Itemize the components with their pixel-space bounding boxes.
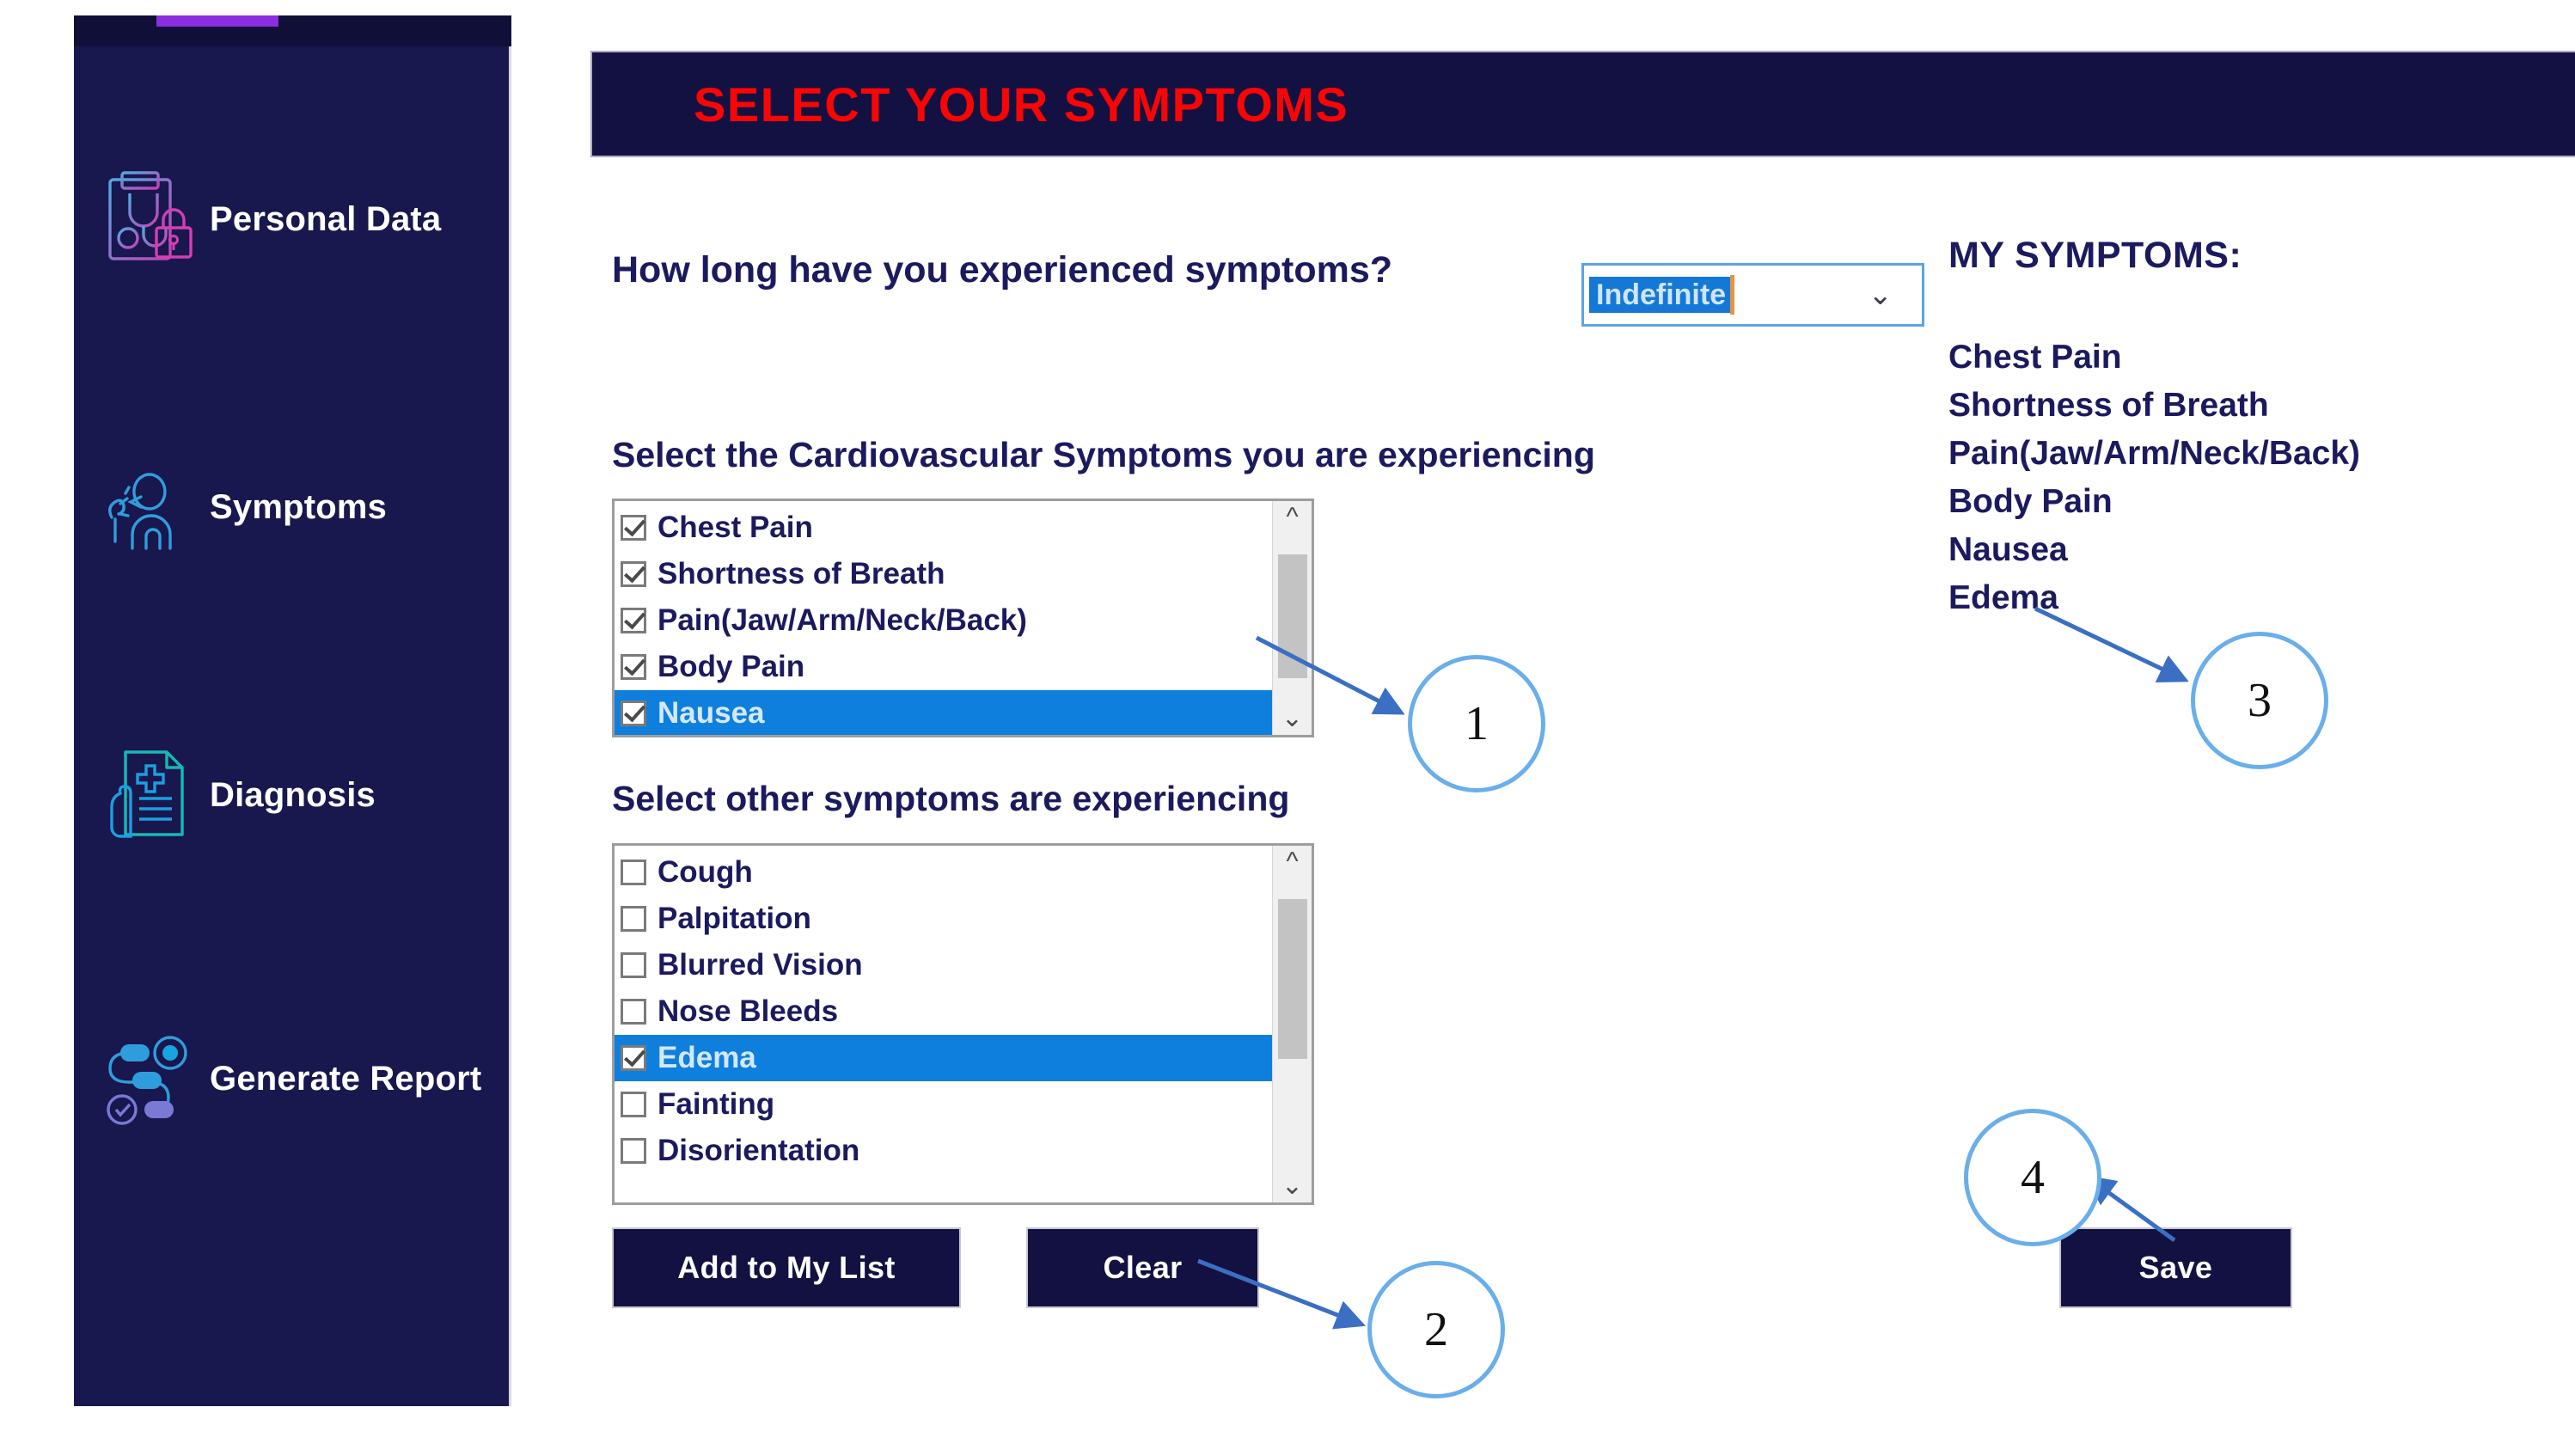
scroll-up-icon[interactable]: ^ <box>1286 503 1299 531</box>
checkbox-icon[interactable] <box>621 952 646 978</box>
medical-report-hand-icon <box>93 738 210 852</box>
checkbox-icon[interactable] <box>621 860 646 885</box>
sidebar-item-label: Personal Data <box>210 199 442 238</box>
sidebar-item-label: Symptoms <box>210 487 388 526</box>
checkbox-checked-icon[interactable] <box>621 515 646 541</box>
app-window: Personal Data <box>74 15 2575 1425</box>
sidebar: Personal Data <box>74 15 511 1406</box>
duration-selected-value: Indefinite <box>1589 277 1732 313</box>
list-item[interactable]: Body Pain <box>615 644 1272 690</box>
checkbox-icon[interactable] <box>621 1092 646 1117</box>
save-button[interactable]: Save <box>2059 1227 2292 1308</box>
sidebar-item-personal-data[interactable]: Personal Data <box>74 155 511 284</box>
sidebar-accent-bar <box>156 15 278 27</box>
list-item[interactable]: Cough <box>615 849 1272 896</box>
sidebar-top-strip <box>74 15 511 46</box>
list-item-label: Palpitation <box>658 902 811 935</box>
checkbox-checked-icon[interactable] <box>621 700 646 726</box>
checkbox-checked-icon[interactable] <box>621 608 646 633</box>
workflow-nodes-icon <box>93 1022 210 1135</box>
list-item[interactable]: Fainting <box>615 1081 1272 1128</box>
sidebar-item-symptoms[interactable]: Symptoms <box>74 443 511 572</box>
list-item[interactable]: Disorientation <box>615 1128 1272 1174</box>
scroll-down-icon[interactable]: ⌄ <box>1281 1172 1304 1200</box>
chevron-down-icon[interactable]: ⌄ <box>1868 278 1893 311</box>
page-title-bar: SELECT YOUR SYMPTOMS <box>590 51 2575 157</box>
list-item[interactable]: Pain(Jaw/Arm/Neck/Back) <box>615 597 1272 644</box>
checkbox-icon[interactable] <box>621 1138 646 1164</box>
clipboard-stethoscope-lock-icon <box>93 162 210 276</box>
list-item[interactable]: Chest Pain <box>615 505 1272 551</box>
add-to-my-list-button[interactable]: Add to My List <box>612 1227 961 1308</box>
list-item[interactable]: Nose Bleeds <box>615 988 1272 1035</box>
content-panel: SELECT YOUR SYMPTOMS How long have you e… <box>511 15 2575 1406</box>
my-symptoms-item: Nausea <box>1948 531 2068 568</box>
scrollbar-thumb[interactable] <box>1278 899 1307 1059</box>
duration-select[interactable]: Indefinite ⌄ <box>1581 263 1924 327</box>
my-symptoms-item: Body Pain <box>1948 483 2113 520</box>
list-item-label: Nose Bleeds <box>658 994 839 1028</box>
my-symptoms-item: Edema <box>1948 579 2058 616</box>
coughing-person-icon <box>93 450 210 564</box>
clear-button[interactable]: Clear <box>1026 1227 1259 1308</box>
checkbox-checked-icon[interactable] <box>621 1045 646 1071</box>
duration-question-label: How long have you experienced symptoms? <box>612 249 1392 291</box>
my-symptoms-item: Shortness of Breath <box>1948 387 2269 424</box>
scroll-down-icon[interactable]: ⌄ <box>1281 704 1304 732</box>
cardiovascular-scrollbar[interactable]: ^ ⌄ <box>1272 501 1312 735</box>
my-symptoms-item: Chest Pain <box>1948 339 2122 376</box>
list-item[interactable]: Nausea <box>615 690 1272 735</box>
checkbox-checked-icon[interactable] <box>621 561 646 587</box>
page-title: SELECT YOUR SYMPTOMS <box>694 76 1349 132</box>
list-item-label: Blurred Vision <box>658 948 863 982</box>
sidebar-item-label: Generate Report <box>210 1059 482 1098</box>
list-item[interactable]: Edema <box>615 1035 1272 1081</box>
list-item-label: Cough <box>658 855 753 889</box>
checkbox-icon[interactable] <box>621 999 646 1025</box>
other-symptoms-heading: Select other symptoms are experiencing <box>612 779 1290 818</box>
sidebar-item-label: Diagnosis <box>210 775 376 814</box>
scroll-up-icon[interactable]: ^ <box>1286 847 1299 876</box>
list-item-label: Disorientation <box>658 1134 860 1167</box>
my-symptoms-title: MY SYMPTOMS: <box>1948 235 2242 276</box>
checkbox-checked-icon[interactable] <box>621 654 646 680</box>
list-item[interactable]: Blurred Vision <box>615 942 1272 988</box>
sidebar-item-diagnosis[interactable]: Diagnosis <box>74 731 511 860</box>
cardiovascular-heading: Select the Cardiovascular Symptoms you a… <box>612 435 1595 474</box>
list-item-label: Chest Pain <box>658 511 813 544</box>
scrollbar-thumb[interactable] <box>1278 554 1307 678</box>
text-cursor <box>1730 275 1735 315</box>
list-item-label: Nausea <box>658 696 765 730</box>
list-item-label: Edema <box>658 1041 756 1074</box>
list-item[interactable]: Palpitation <box>615 896 1272 942</box>
other-scrollbar[interactable]: ^ ⌄ <box>1272 846 1312 1202</box>
my-symptoms-item: Pain(Jaw/Arm/Neck/Back) <box>1948 435 2361 472</box>
list-item-label: Pain(Jaw/Arm/Neck/Back) <box>658 603 1027 637</box>
checkbox-icon[interactable] <box>621 906 646 932</box>
list-item[interactable]: Shortness of Breath <box>615 551 1272 597</box>
list-item-label: Body Pain <box>658 650 805 683</box>
list-item-label: Shortness of Breath <box>658 557 945 590</box>
list-item-label: Fainting <box>658 1087 775 1121</box>
sidebar-item-generate-report[interactable]: Generate Report <box>74 1014 511 1143</box>
